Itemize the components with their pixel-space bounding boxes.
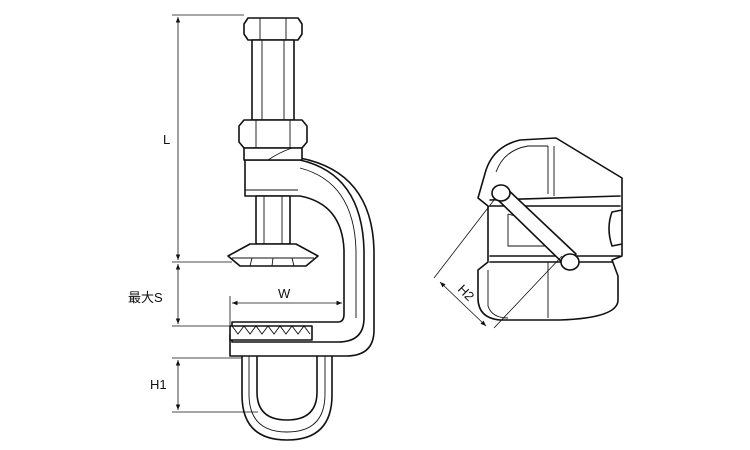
side-view: H2 xyxy=(433,137,623,329)
label-L: L xyxy=(163,132,170,147)
label-S: 最大S xyxy=(128,290,163,305)
swivel-pad xyxy=(227,243,319,267)
bolt-head xyxy=(243,17,303,41)
dimension-H1: H1 xyxy=(150,357,258,413)
lock-nut xyxy=(238,119,308,161)
serrated-jaw xyxy=(229,325,313,341)
lifting-eye xyxy=(241,351,333,441)
label-W: W xyxy=(278,286,291,301)
front-view: L 最大S W H1 xyxy=(128,14,375,441)
dimension-W: W xyxy=(229,286,342,326)
label-H1: H1 xyxy=(150,377,167,392)
dimension-S: 最大S xyxy=(128,264,232,327)
label-H2: H2 xyxy=(455,282,477,304)
dimension-L: L xyxy=(163,14,244,263)
side-pin xyxy=(491,184,580,271)
